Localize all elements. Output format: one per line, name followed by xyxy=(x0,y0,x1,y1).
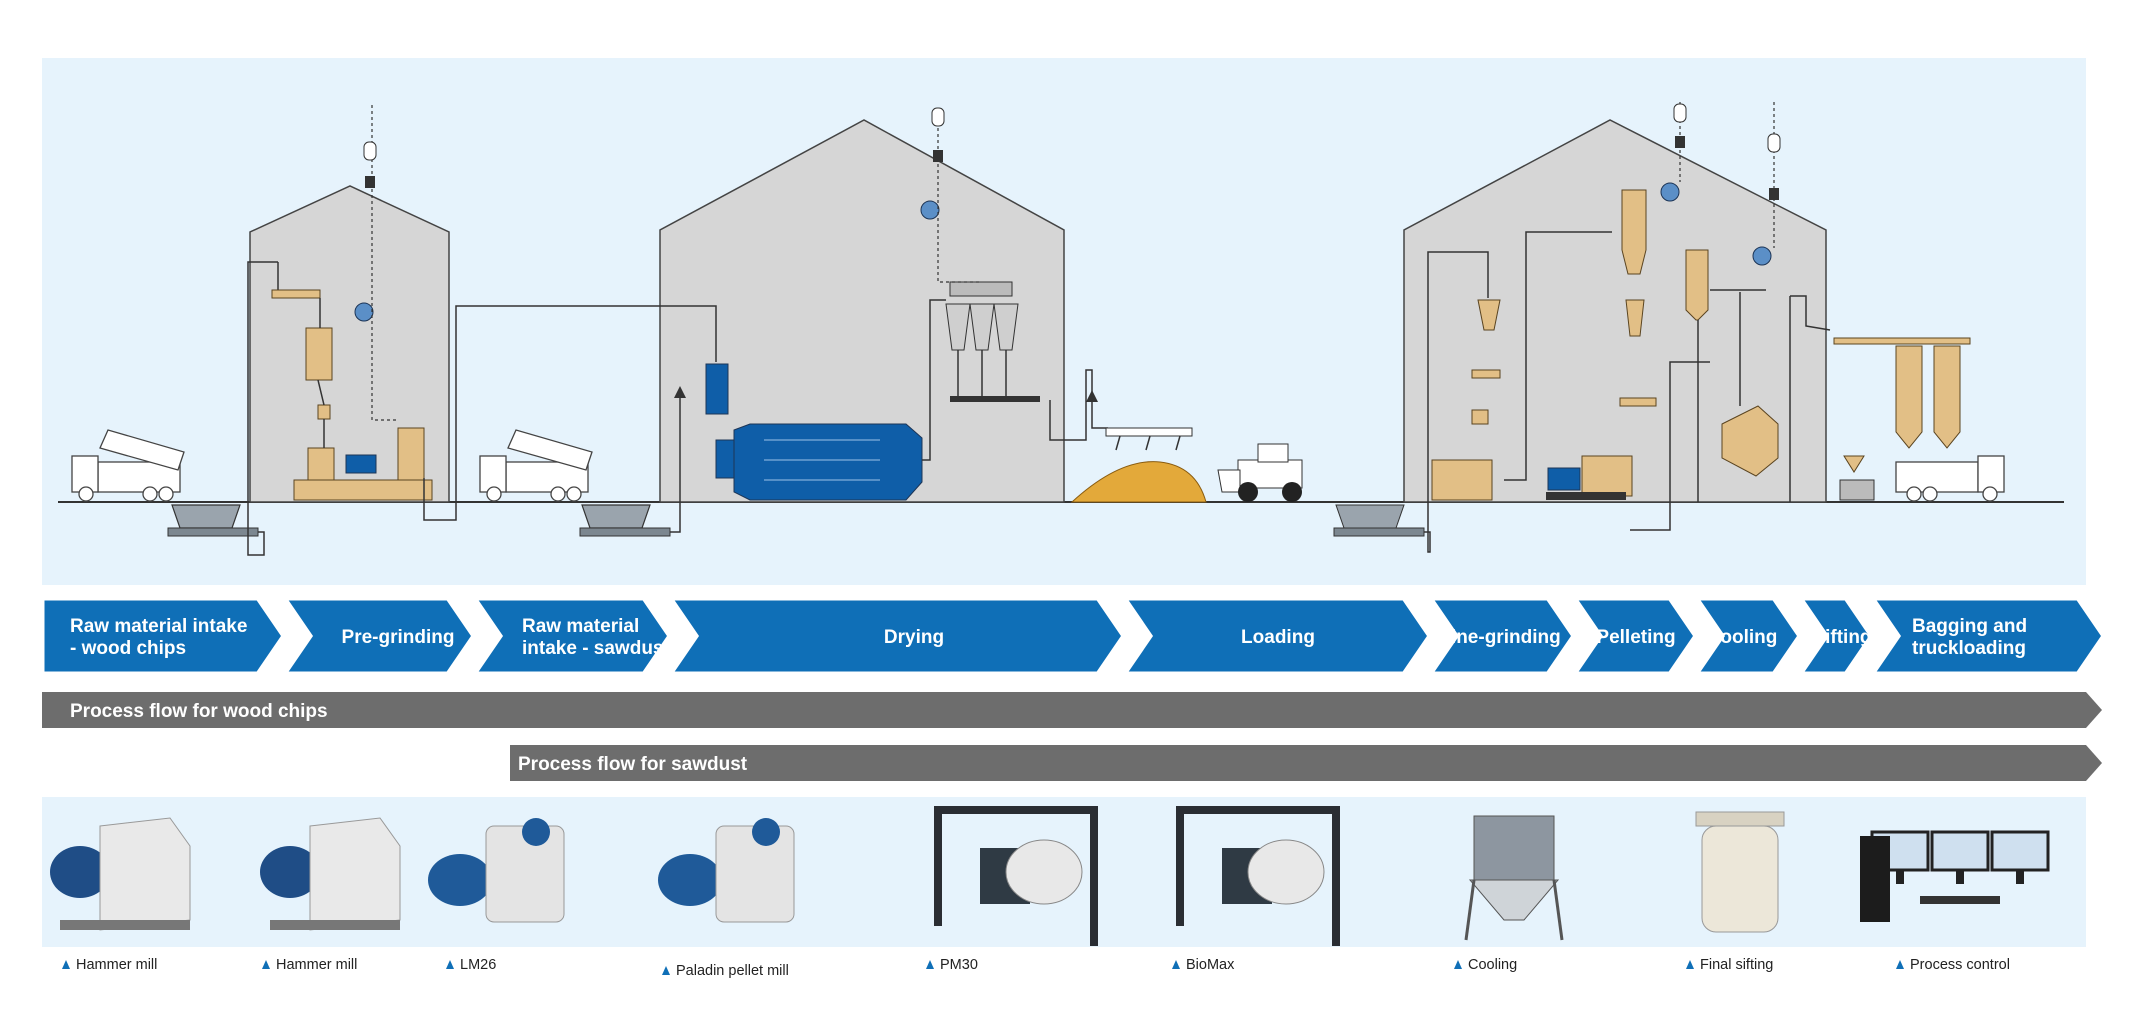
pelleting-equipment-icon xyxy=(1504,102,1687,500)
building-pelleting xyxy=(1403,119,1827,503)
stage-label: Fine-grinding xyxy=(1439,627,1560,648)
stage-label: Raw material xyxy=(522,616,639,637)
stage-chevron-shape xyxy=(279,595,478,677)
stage-chevron: Fine-grinding xyxy=(1425,595,1578,677)
stage-chevron: Pre-grinding xyxy=(279,595,478,677)
product-item: LM26 xyxy=(428,818,565,973)
wood-chips-pile-icon xyxy=(1070,461,1207,503)
hammer-mill-image xyxy=(50,817,191,931)
pellet-mill-image xyxy=(658,818,795,923)
drum-dryer-icon xyxy=(705,363,923,501)
cooling-equipment-icon xyxy=(1630,102,1781,531)
flow-bar-wood-chips: Process flow for wood chips xyxy=(42,692,2102,728)
intake-hopper-icon xyxy=(167,504,259,537)
stage-chevron-shape xyxy=(1119,595,1434,677)
stage-chevron-shape xyxy=(665,595,1128,677)
pellet-mill-frame-image xyxy=(1176,806,1340,946)
caption-marker-icon xyxy=(662,966,670,975)
cyclone-separators-icon xyxy=(920,107,1108,461)
product-item: PM30 xyxy=(926,806,1098,973)
flow-bar-sawdust: Process flow for sawdust xyxy=(510,745,2102,781)
stage-label: intake - sawdust xyxy=(522,638,670,659)
building-drying xyxy=(659,119,1065,503)
sifter-image xyxy=(1695,811,1785,933)
product-caption: LM26 xyxy=(460,957,496,973)
caption-marker-icon xyxy=(1896,960,1904,969)
stage-label: Raw material intake xyxy=(70,616,247,637)
product-item: Final sifting xyxy=(1686,811,1785,973)
product-item: Hammer mill xyxy=(50,817,191,973)
product-item: Cooling xyxy=(1454,815,1564,973)
hammer-mill-image xyxy=(260,817,401,931)
process-stages-row: Raw material intake- wood chips Pre-grind… xyxy=(39,595,2108,677)
product-caption: Hammer mill xyxy=(76,957,157,973)
pellet-mill-image xyxy=(428,818,565,923)
caption-marker-icon xyxy=(1454,960,1462,969)
stage-label: - wood chips xyxy=(70,638,186,659)
product-item: Process control xyxy=(1860,830,2050,973)
stage-chevron: Cooling xyxy=(1691,595,1804,677)
truck-sawdust-icon xyxy=(479,429,593,502)
stage-chevron: Pelleting xyxy=(1569,595,1700,677)
stage-label: Pre-grinding xyxy=(342,627,455,648)
stage-label: Bagging and xyxy=(1912,616,2027,637)
cooler-image xyxy=(1464,815,1564,941)
building-pre-grinding xyxy=(249,185,450,503)
stage-chevron: Raw material intake- wood chips xyxy=(39,595,288,677)
truck-wood-chips-icon xyxy=(71,429,185,502)
product-item: BioMax xyxy=(1172,806,1340,973)
stage-label: Loading xyxy=(1241,627,1315,648)
caption-marker-icon xyxy=(926,960,934,969)
product-caption: Paladin pellet mill xyxy=(676,963,789,979)
product-caption: Final sifting xyxy=(1700,957,1773,973)
caption-marker-icon xyxy=(446,960,454,969)
pellet-mill-frame-image xyxy=(934,806,1098,946)
caption-marker-icon xyxy=(262,960,270,969)
spreader-icon xyxy=(1105,427,1193,451)
pre-grinding-equipment-icon xyxy=(271,105,433,501)
stage-label: Drying xyxy=(884,627,944,648)
sawdust-intake-hopper-icon xyxy=(579,504,671,537)
stage-chevron-shape xyxy=(1691,595,1804,677)
stage-chevron-shape xyxy=(39,595,288,677)
product-item: Paladin pellet mill xyxy=(658,818,795,979)
caption-marker-icon xyxy=(62,960,70,969)
fine-grinding-equipment-icon xyxy=(1333,251,1501,553)
stage-chevron-shape xyxy=(1425,595,1578,677)
bagging-equipment-icon xyxy=(1789,295,1971,502)
stage-chevron-shape xyxy=(1795,595,1876,677)
stage-chevron: Loading xyxy=(1119,595,1434,677)
stage-label: Pelleting xyxy=(1596,627,1675,648)
caption-marker-icon xyxy=(1172,960,1180,969)
stage-chevron-shape xyxy=(469,595,674,677)
product-item: Hammer mill xyxy=(260,817,401,973)
computer-monitors-image xyxy=(1860,830,2050,922)
stage-chevron-shape xyxy=(1569,595,1700,677)
stage-label: truckloading xyxy=(1912,638,2026,659)
product-caption: Cooling xyxy=(1468,957,1517,973)
stage-label: Cooling xyxy=(1707,627,1778,648)
stage-chevron: Sifting xyxy=(1795,595,1876,677)
caption-marker-icon xyxy=(1686,960,1694,969)
stage-chevron-shape xyxy=(1867,595,2108,677)
stage-chevron: Drying xyxy=(665,595,1128,677)
products-row: Hammer mill Hammer mill LM26 Paladin pellet… xyxy=(50,806,2050,979)
product-caption: Process control xyxy=(1910,957,2010,973)
flow-label-wood-chips: Process flow for wood chips xyxy=(70,701,328,722)
stage-label: Sifting xyxy=(1812,627,1871,648)
truck-loading-icon xyxy=(1895,455,2005,502)
product-caption: PM30 xyxy=(940,957,978,973)
product-caption: BioMax xyxy=(1186,957,1235,973)
wheel-loader-icon xyxy=(1217,443,1303,502)
product-caption: Hammer mill xyxy=(276,957,357,973)
flow-label-sawdust: Process flow for sawdust xyxy=(518,754,748,775)
